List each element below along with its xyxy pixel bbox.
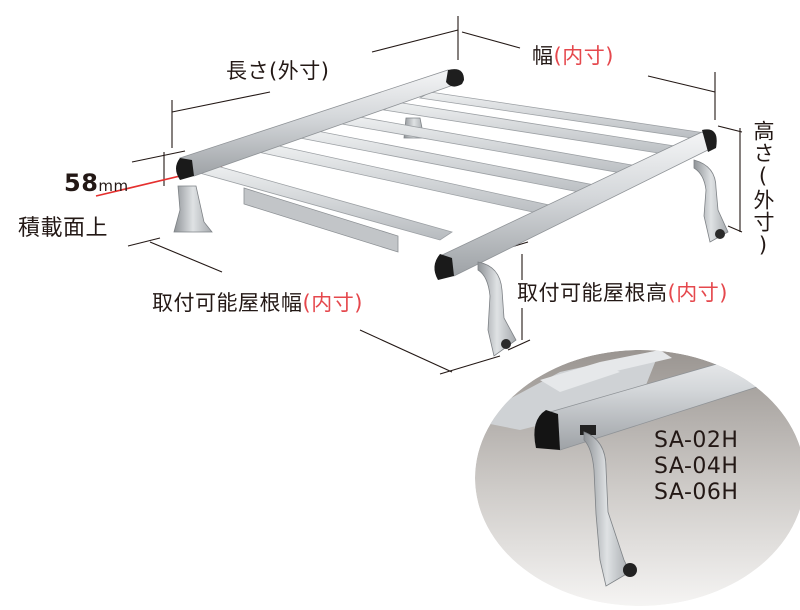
clearance-unit: mm	[98, 177, 129, 195]
model-item: SA-04H	[654, 454, 739, 479]
clearance-label: 58mm	[64, 171, 129, 195]
mount-roof-width-label: 取付可能屋根幅(内寸)	[152, 293, 363, 314]
side-plate	[243, 187, 399, 253]
rear-left-leg	[173, 185, 213, 233]
width-label: 幅(内寸)	[532, 46, 614, 67]
height-label-paren: (外寸)	[751, 164, 775, 258]
model-list: SA-02H SA-04H SA-06H	[654, 428, 738, 506]
length-label: 長さ(外寸)	[226, 61, 329, 82]
model-item: SA-02H	[654, 428, 739, 453]
front-left-leg	[477, 261, 517, 357]
height-label-main: 高さ	[751, 120, 775, 164]
mount-roof-width-paren: (内寸)	[302, 291, 363, 315]
clearance-value: 58	[64, 169, 99, 197]
back-rail	[176, 69, 464, 180]
model-item: SA-06H	[654, 480, 739, 505]
dimension-lines	[127, 16, 743, 375]
mount-roof-height-paren: (内寸)	[667, 281, 728, 305]
load-surface-label: 積載面上	[18, 216, 109, 241]
mount-roof-width-main: 取付可能屋根幅	[152, 291, 303, 315]
mount-roof-height-label: 取付可能屋根高(内寸)	[517, 283, 728, 304]
width-label-paren: (内寸)	[553, 44, 614, 68]
mount-roof-height-main: 取付可能屋根高	[517, 281, 668, 305]
width-label-main: 幅	[532, 44, 554, 68]
rack-slats	[194, 91, 713, 241]
length-label-main: 長さ	[226, 59, 269, 83]
height-label: 高さ(外寸)	[751, 120, 775, 258]
front-right-leg	[693, 159, 729, 243]
inset-closeup	[475, 350, 800, 606]
length-label-paren: (外寸)	[269, 59, 330, 83]
front-rail	[434, 129, 717, 280]
